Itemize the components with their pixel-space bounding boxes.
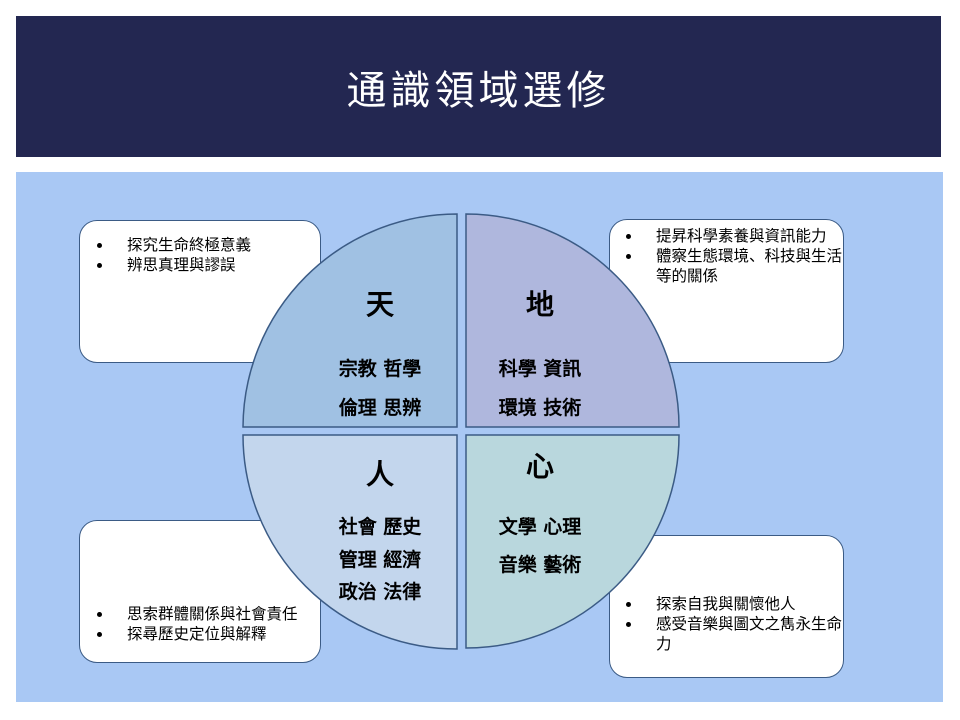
human-heading: 人 — [366, 458, 394, 491]
heart-bullet-2: 感受音樂與圖文之雋永生命力 — [642, 614, 843, 654]
heart-line-2: 音樂 藝術 — [499, 553, 582, 576]
heart-bullet-1: 探索自我與關懷他人 — [642, 594, 843, 614]
heart-line-1: 文學 心理 — [499, 515, 582, 538]
heaven-bullet-1: 探究生命終極意義 — [113, 235, 320, 255]
human-bullet-1: 思索群體關係與社會責任 — [113, 604, 298, 624]
earth-bullet-list: 提昇科學素養與資訊能力 體察生態環境、科技與生活等的關係 — [610, 220, 843, 286]
quadrant-heaven — [242, 213, 458, 428]
earth-heading: 地 — [526, 288, 554, 321]
earth-line-2: 環境 技術 — [499, 396, 582, 419]
page-title: 通識領域選修 — [346, 67, 611, 114]
quadrant-earth — [465, 213, 680, 428]
heaven-line-2: 倫理 思辨 — [339, 396, 422, 419]
title-bar: 通識領域選修 — [16, 16, 941, 157]
heaven-line-1: 宗教 哲學 — [339, 357, 422, 380]
earth-line-1: 科學 資訊 — [499, 357, 582, 380]
heart-heading: 心 — [526, 450, 554, 483]
human-line-3: 政治 法律 — [339, 580, 422, 603]
human-line-1: 社會 歷史 — [338, 515, 423, 538]
human-bullet-list: 思索群體關係與社會責任 探尋歷史定位與解釋 — [80, 604, 298, 644]
human-bullet-2: 探尋歷史定位與解釋 — [113, 624, 298, 644]
heart-bullet-list: 探索自我與關懷他人 感受音樂與圖文之雋永生命力 — [610, 594, 843, 654]
heaven-bullet-2: 辨思真理與謬誤 — [113, 255, 320, 275]
heart-description-box: 探索自我與關懷他人 感受音樂與圖文之雋永生命力 — [609, 535, 844, 678]
earth-bullet-1: 提昇科學素養與資訊能力 — [642, 226, 843, 246]
heaven-bullet-list: 探究生命終極意義 辨思真理與謬誤 — [80, 221, 320, 275]
heaven-heading: 天 — [366, 288, 394, 321]
quadrant-human — [242, 434, 458, 650]
earth-bullet-2: 體察生態環境、科技與生活等的關係 — [642, 246, 843, 286]
quadrant-heart — [465, 434, 680, 649]
human-line-2: 管理 經濟 — [339, 548, 422, 571]
